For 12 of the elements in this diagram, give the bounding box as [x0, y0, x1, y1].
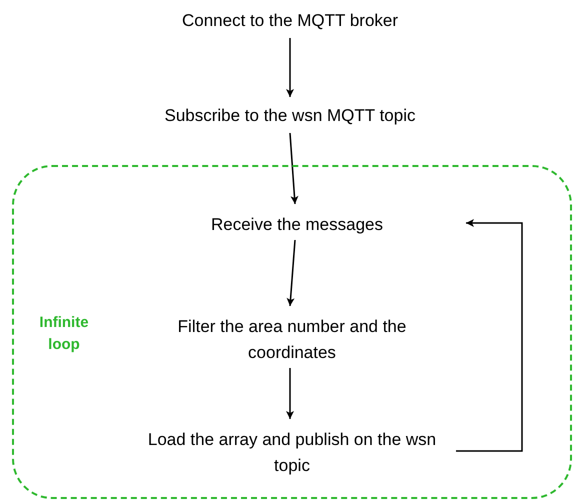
- arrow: [456, 219, 523, 452]
- step-text: Load the array and publish on the wsn topic: [132, 427, 452, 479]
- arrow: [286, 38, 294, 97]
- loop-region: [12, 165, 572, 499]
- arrow: [289, 132, 298, 204]
- arrow: [286, 368, 294, 419]
- step-text: Subscribe to the wsn MQTT topic: [120, 103, 460, 129]
- loop-label: Infinite loop: [38, 313, 90, 355]
- step-text: Filter the area number and the coordinates: [142, 314, 442, 366]
- step-text: Receive the messages: [132, 212, 462, 238]
- step-text: Connect to the MQTT broker: [150, 8, 430, 34]
- arrow: [286, 240, 296, 306]
